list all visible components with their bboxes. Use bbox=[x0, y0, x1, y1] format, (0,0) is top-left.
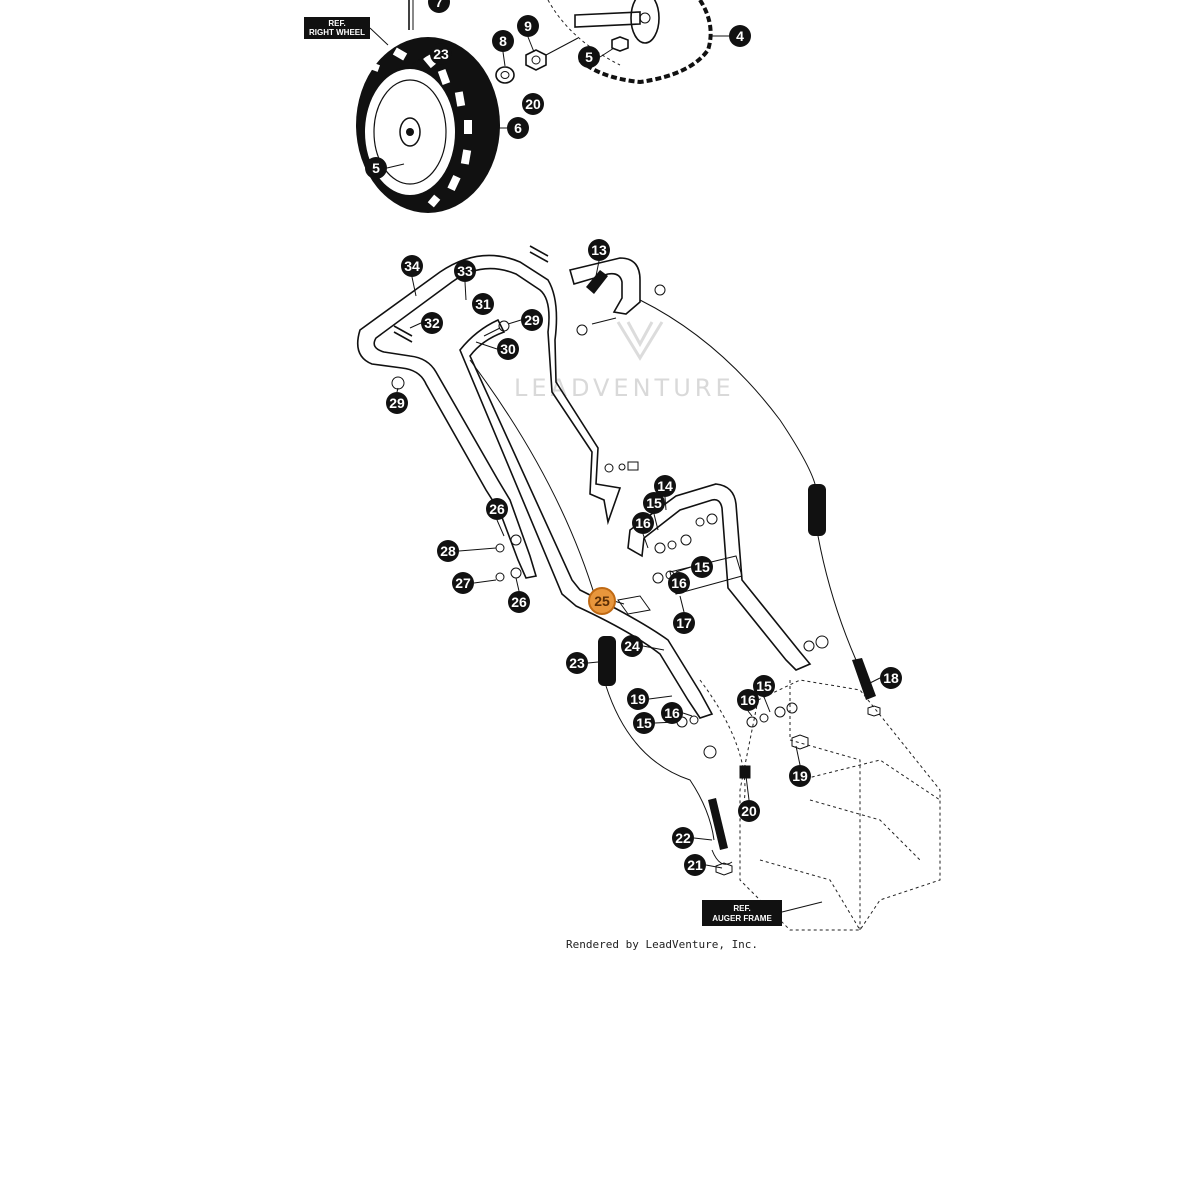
callout-25-selected[interactable]: 25 bbox=[588, 587, 625, 615]
svg-text:18: 18 bbox=[883, 670, 899, 686]
auger-frame-reference bbox=[699, 679, 941, 931]
callout-20[interactable]: 20 bbox=[522, 93, 544, 115]
callout-28[interactable]: 28 bbox=[437, 540, 497, 562]
callout-31[interactable]: 31 bbox=[472, 293, 494, 315]
callout-9[interactable]: 9 bbox=[517, 15, 539, 53]
svg-text:16: 16 bbox=[671, 575, 687, 591]
svg-text:16: 16 bbox=[664, 705, 680, 721]
callout-15[interactable]: 15 bbox=[753, 675, 775, 713]
callout-26[interactable]: 26 bbox=[486, 498, 508, 537]
svg-text:31: 31 bbox=[475, 296, 491, 312]
callout-7[interactable]: 7 bbox=[428, 0, 450, 13]
callout-29[interactable]: 29 bbox=[507, 309, 543, 331]
svg-text:21: 21 bbox=[687, 857, 703, 873]
svg-text:9: 9 bbox=[524, 18, 532, 34]
callout-8[interactable]: 8 bbox=[492, 30, 514, 67]
callout-22[interactable]: 22 bbox=[672, 827, 713, 849]
axle-sprocket-chain bbox=[495, 0, 713, 85]
svg-text:15: 15 bbox=[694, 559, 710, 575]
callout-23[interactable]: 23 bbox=[411, 43, 452, 65]
callout-6[interactable]: 6 bbox=[494, 117, 529, 139]
cables-and-springs bbox=[469, 299, 876, 865]
svg-text:7: 7 bbox=[435, 0, 443, 10]
callout-15[interactable]: 15 bbox=[643, 492, 665, 531]
svg-text:30: 30 bbox=[500, 341, 516, 357]
svg-text:8: 8 bbox=[499, 33, 507, 49]
svg-text:20: 20 bbox=[741, 803, 757, 819]
svg-text:23: 23 bbox=[433, 46, 449, 62]
svg-text:26: 26 bbox=[511, 594, 527, 610]
callout-21[interactable]: 21 bbox=[684, 854, 723, 876]
svg-text:RIGHT WHEEL: RIGHT WHEEL bbox=[309, 28, 365, 37]
svg-text:28: 28 bbox=[440, 543, 456, 559]
callout-33[interactable]: 33 bbox=[454, 260, 476, 301]
svg-text:34: 34 bbox=[404, 258, 420, 274]
callout-18[interactable]: 18 bbox=[867, 667, 902, 689]
callout-32[interactable]: 32 bbox=[409, 312, 443, 334]
lower-hardware bbox=[715, 705, 881, 876]
svg-text:16: 16 bbox=[635, 515, 651, 531]
callout-4[interactable]: 4 bbox=[712, 25, 751, 47]
callout-29[interactable]: 29 bbox=[386, 387, 408, 414]
callout-27[interactable]: 27 bbox=[452, 572, 497, 594]
svg-text:27: 27 bbox=[455, 575, 471, 591]
callout-17[interactable]: 17 bbox=[673, 595, 695, 634]
callout-16[interactable]: 16 bbox=[737, 689, 759, 717]
svg-text:6: 6 bbox=[514, 120, 522, 136]
callout-34[interactable]: 34 bbox=[401, 255, 423, 297]
svg-text:AUGER FRAME: AUGER FRAME bbox=[712, 914, 772, 923]
svg-text:22: 22 bbox=[675, 830, 691, 846]
svg-text:19: 19 bbox=[792, 768, 808, 784]
svg-text:29: 29 bbox=[524, 312, 540, 328]
callout-23[interactable]: 23 bbox=[566, 652, 599, 674]
svg-text:13: 13 bbox=[591, 242, 607, 258]
svg-text:19: 19 bbox=[630, 691, 646, 707]
ref-right-wheel-label: REF. RIGHT WHEEL bbox=[304, 17, 389, 46]
svg-text:24: 24 bbox=[624, 638, 640, 654]
svg-text:33: 33 bbox=[457, 263, 473, 279]
callout-24[interactable]: 24 bbox=[621, 635, 665, 657]
watermark-text: LEADVENTURE bbox=[514, 374, 735, 402]
svg-text:4: 4 bbox=[736, 28, 744, 44]
svg-text:25: 25 bbox=[594, 593, 610, 609]
right-wheel-illustration bbox=[356, 0, 500, 213]
callout-16[interactable]: 16 bbox=[668, 572, 690, 594]
callout-15[interactable]: 15 bbox=[633, 712, 677, 734]
svg-text:REF.: REF. bbox=[328, 19, 345, 28]
svg-text:17: 17 bbox=[676, 615, 692, 631]
callout-19[interactable]: 19 bbox=[627, 688, 673, 710]
callout-16[interactable]: 16 bbox=[632, 512, 654, 549]
svg-text:15: 15 bbox=[636, 715, 652, 731]
callout-19[interactable]: 19 bbox=[789, 745, 811, 787]
watermark: LEADVENTURE bbox=[514, 321, 735, 402]
svg-text:29: 29 bbox=[389, 395, 405, 411]
ref-auger-frame-label: REF. AUGER FRAME bbox=[702, 900, 823, 926]
callout-20[interactable]: 20 bbox=[738, 775, 760, 822]
svg-text:14: 14 bbox=[657, 478, 673, 494]
callout-15[interactable]: 15 bbox=[675, 556, 713, 578]
svg-text:16: 16 bbox=[740, 692, 756, 708]
svg-text:5: 5 bbox=[372, 160, 380, 176]
callout-16[interactable]: 16 bbox=[661, 702, 693, 724]
callout-26[interactable]: 26 bbox=[508, 577, 530, 613]
svg-text:32: 32 bbox=[424, 315, 440, 331]
svg-text:REF.: REF. bbox=[733, 904, 750, 913]
callout-5[interactable]: 5 bbox=[365, 157, 405, 179]
callout-30[interactable]: 30 bbox=[475, 338, 519, 360]
svg-text:26: 26 bbox=[489, 501, 505, 517]
svg-text:5: 5 bbox=[585, 49, 593, 65]
svg-text:15: 15 bbox=[646, 495, 662, 511]
callout-13[interactable]: 13 bbox=[588, 239, 610, 277]
callout-14[interactable]: 14 bbox=[654, 475, 676, 511]
render-credit: Rendered by LeadVenture, Inc. bbox=[566, 938, 759, 951]
svg-text:20: 20 bbox=[525, 96, 541, 112]
svg-text:15: 15 bbox=[756, 678, 772, 694]
callout-5[interactable]: 5 bbox=[578, 46, 615, 68]
svg-text:23: 23 bbox=[569, 655, 585, 671]
